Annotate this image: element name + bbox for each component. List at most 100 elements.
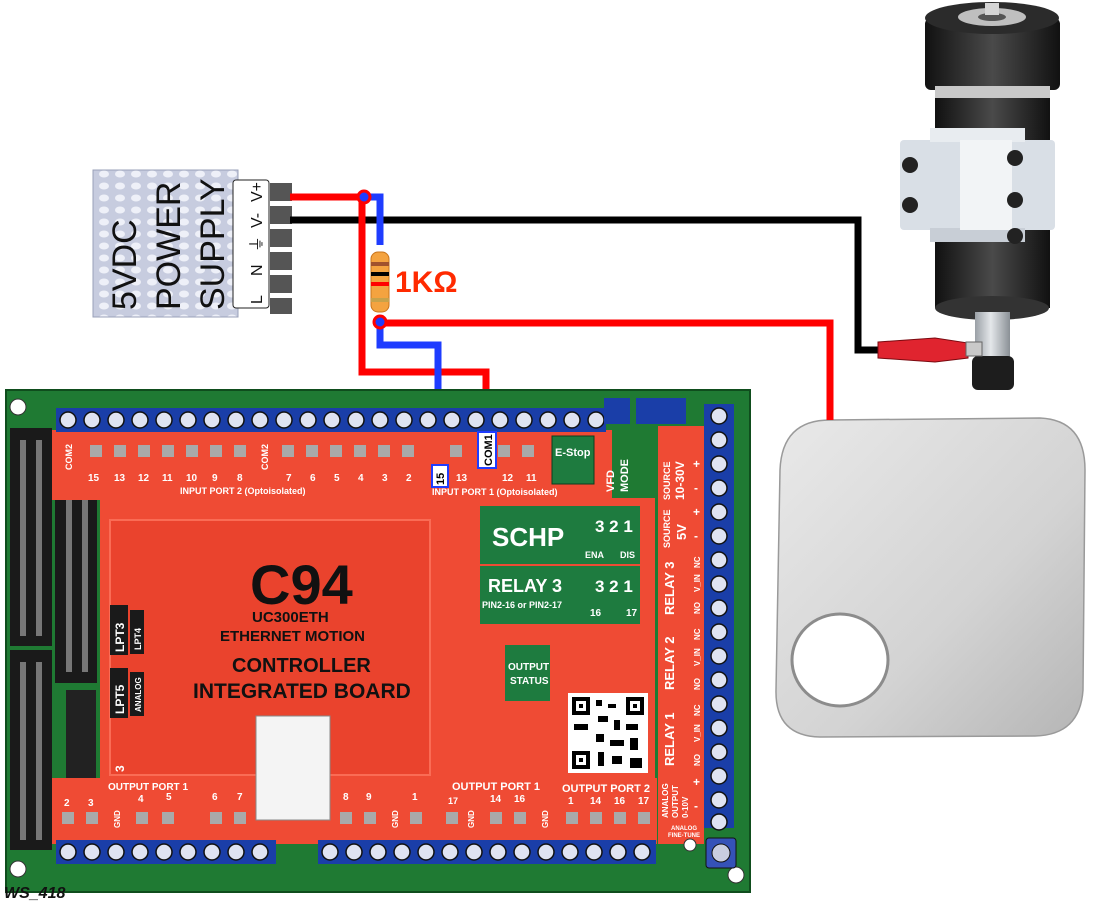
in1-pin-15: 15	[435, 473, 447, 485]
psu-terminal-n: N	[249, 264, 266, 276]
ethernet-jack	[255, 715, 331, 821]
touch-plate	[775, 417, 1086, 738]
svg-text:NO: NO	[693, 602, 702, 614]
out-pin-8: 8	[343, 792, 349, 803]
side-source-5v-line1: SOURCE	[662, 509, 672, 548]
alligator-clip	[877, 337, 983, 363]
bottom-terminal-screws	[59, 843, 651, 861]
in2-pin-6: 6	[310, 473, 316, 484]
right-terminal-screws	[710, 407, 728, 831]
vfd-mode-line2: MODE	[619, 459, 631, 492]
right-terminal-labels: + - + - NC V_IN NO NC V_IN NO NC V_IN NO…	[693, 457, 702, 813]
out-pin-6: 6	[212, 792, 218, 803]
out-gnd-4: GND	[541, 810, 550, 828]
wire-red-plate	[380, 319, 834, 420]
in2-pin-12: 12	[138, 473, 150, 484]
wires	[290, 189, 880, 430]
in2-pin-10: 10	[186, 473, 198, 484]
svg-text:-: -	[694, 481, 698, 495]
psu-label-power: POWER	[150, 182, 188, 310]
psu-terminal-l: L	[249, 295, 266, 304]
qr-code	[568, 693, 648, 773]
lpt3-label: LPT3	[113, 622, 127, 652]
in2-pin-15: 15	[88, 473, 100, 484]
out-pin-9: 9	[366, 792, 372, 803]
out-left-header: OUTPUT PORT 1	[108, 782, 188, 793]
side-source-5v-line2: 5V	[674, 524, 689, 540]
svg-text:NC: NC	[693, 556, 702, 568]
in1-pin-com1: COM1	[483, 434, 495, 466]
out2-pin-16: 16	[614, 796, 626, 807]
psu-terminal-vplus: V+	[249, 182, 266, 202]
lpt5-label: LPT5	[113, 684, 127, 714]
out2-pin-14: 14	[590, 796, 602, 807]
svg-text:NC: NC	[693, 628, 702, 640]
psu-terminal-vminus: V-	[249, 213, 266, 228]
lpt4-label: LPT4	[133, 628, 143, 650]
svg-text:+: +	[693, 505, 700, 519]
in1-pin-com1-box	[477, 431, 497, 469]
out-gnd-3: GND	[467, 810, 476, 828]
out-pin-4: 4	[138, 794, 144, 805]
svg-text:+: +	[693, 775, 700, 789]
svg-text:V_IN: V_IN	[693, 724, 702, 742]
svg-text:V_IN: V_IN	[693, 648, 702, 666]
out-pin-16: 16	[514, 794, 526, 805]
in1-pin-11: 11	[526, 473, 537, 484]
schp-ena: ENA	[585, 550, 605, 560]
in2-pin-5: 5	[334, 473, 340, 484]
out-pin-1: 1	[412, 792, 418, 803]
relay3-title: RELAY 3	[488, 576, 562, 596]
out2-pin-17: 17	[638, 796, 650, 807]
junction-dot-top	[356, 189, 372, 205]
analog-fine-line1: ANALOG	[671, 826, 697, 832]
board-subtitle-4: INTEGRATED BOARD	[193, 680, 411, 703]
in2-pin-7: 7	[286, 473, 292, 484]
schp-label: SCHP	[492, 522, 564, 552]
svg-text:-: -	[694, 529, 698, 543]
in2-pin-13: 13	[114, 473, 126, 484]
svg-text:NO: NO	[693, 678, 702, 690]
board-subtitle-3: CONTROLLER	[232, 655, 371, 677]
wire-blue-input15	[376, 320, 442, 430]
in1-pin-12: 12	[502, 473, 514, 484]
in1-pin-13: 13	[456, 473, 468, 484]
svg-text:V_IN: V_IN	[693, 574, 702, 592]
side-relay3-label: RELAY 3	[662, 562, 677, 615]
wire-black-ground	[290, 216, 880, 354]
side-analog-line3: 0-10V	[681, 796, 690, 818]
resistor: 1KΩ	[370, 251, 457, 313]
in2-pin-com2a: COM2	[64, 444, 74, 470]
psu-label-supply: SUPPLY	[194, 178, 232, 310]
out-pin-17: 17	[448, 796, 458, 806]
out-gnd-1: GND	[113, 810, 122, 828]
in2-pin-com2b: COM2	[260, 444, 270, 470]
side-relay2-label: RELAY 2	[662, 637, 677, 690]
in2-pin-2: 2	[406, 473, 412, 484]
in2-pin-4: 4	[358, 473, 364, 484]
analog-fine-line2: FINE-TUNE	[668, 833, 700, 839]
side-source-1030-line1: SOURCE	[662, 461, 672, 500]
in1-pin-15-box	[431, 464, 449, 488]
top-terminal-screws	[59, 411, 605, 429]
out-right-header: OUTPUT PORT 1	[452, 781, 540, 793]
svg-text:NC: NC	[693, 704, 702, 716]
relay3-pins: 3 2 1	[595, 577, 633, 596]
board-model: C94	[250, 553, 353, 616]
in2-pin-3: 3	[382, 473, 388, 484]
input-port-2-label: INPUT PORT 2 (Optoisolated)	[180, 486, 306, 496]
controller-board: COM2 15 13 12 11 10 9 8 COM2 7 6 5 4 3 2…	[5, 389, 751, 893]
in2-pin-9: 9	[212, 473, 218, 484]
input-port-1-label: INPUT PORT 1 (Optoisolated)	[432, 487, 558, 497]
digit-3-label: 3	[113, 765, 127, 772]
relay3-subtitle: PIN2-16 or PIN2-17	[482, 600, 562, 610]
side-relay1-label: RELAY 1	[662, 713, 677, 766]
schp-pins: 3 2 1	[595, 517, 633, 536]
svg-text:NO: NO	[693, 754, 702, 766]
board-subtitle-1: UC300ETH	[252, 609, 329, 626]
out-pin-3: 3	[88, 798, 94, 809]
psu-terminal-ground: ⏚	[248, 236, 266, 252]
psu-label-5vdc: 5VDC	[106, 219, 144, 310]
board-subtitle-2: ETHERNET MOTION	[220, 628, 365, 645]
